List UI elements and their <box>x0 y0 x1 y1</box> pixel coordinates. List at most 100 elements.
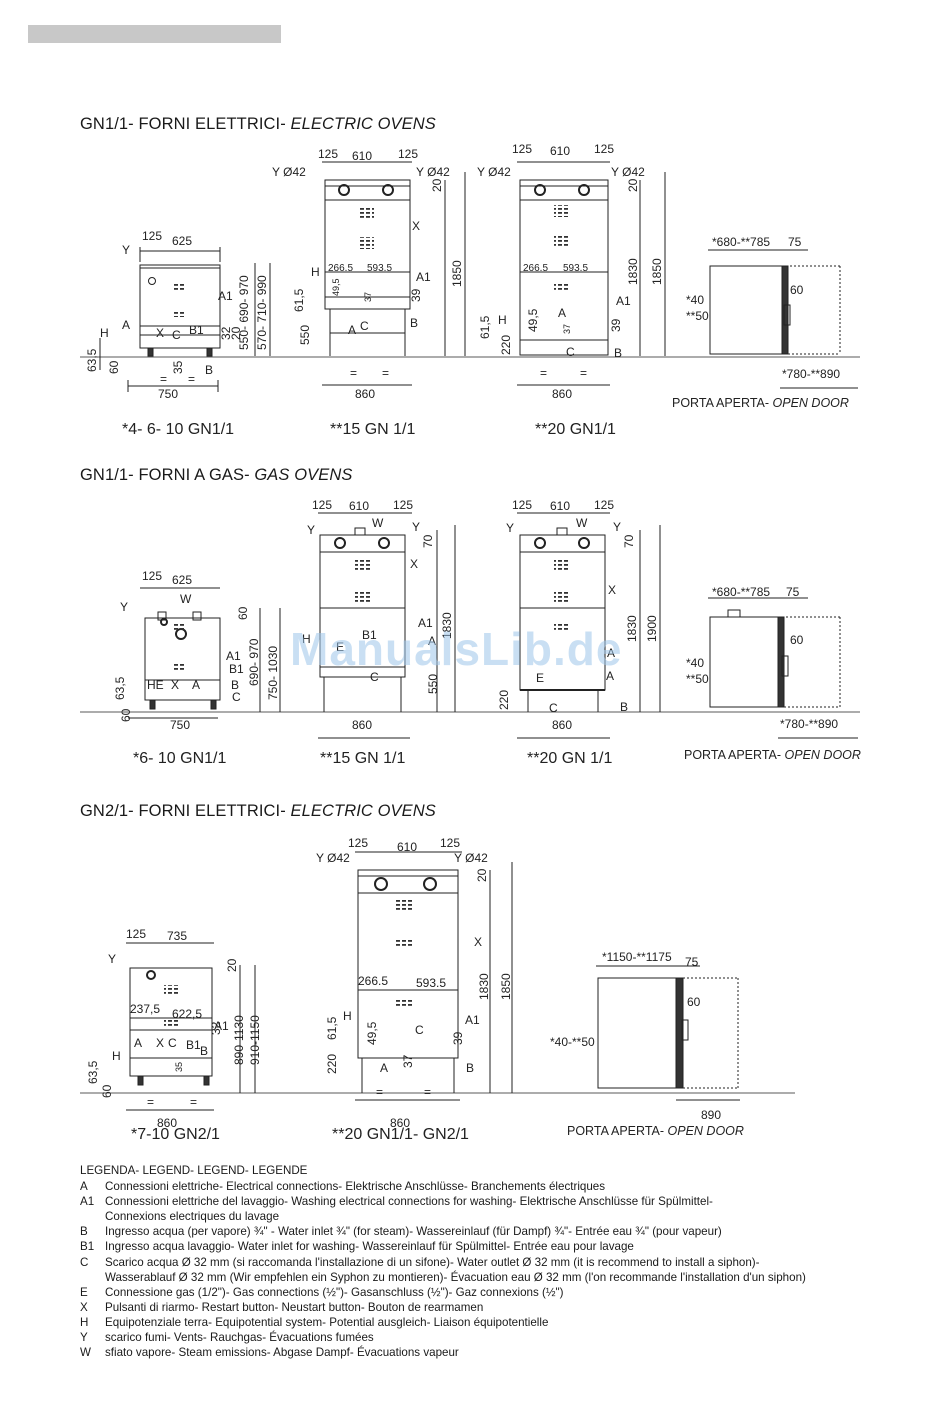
s1-m20-dim-61: 61,5 <box>478 315 492 339</box>
s2-m20-dim-125b: 125 <box>594 498 614 512</box>
s1-door-dim-50: **50 <box>686 309 709 323</box>
s2-open-door-caption: PORTA APERTA- OPEN DOOR <box>684 748 861 762</box>
svg-text:X: X <box>410 557 418 571</box>
s1-model-20: **20 GN1/1 <box>535 421 616 438</box>
s1-door-dim-60: 60 <box>790 283 804 297</box>
s3-m20-dim-39: 39 <box>451 1031 465 1045</box>
svg-text:A: A <box>192 678 200 692</box>
s1-m20-dim-860: 860 <box>552 387 572 401</box>
s3-m20-y2: Y Ø42 <box>454 851 488 865</box>
svg-text:Y: Y <box>122 243 130 257</box>
s1-m20-dim-125b: 125 <box>594 142 614 156</box>
svg-text:B: B <box>410 316 418 330</box>
svg-text:Y: Y <box>120 600 128 614</box>
s1-m20-dim-37: 37 <box>562 324 572 334</box>
s1-m20-dim-39: 39 <box>609 318 623 332</box>
svg-text:=: = <box>190 1095 197 1109</box>
s1-open-door-caption: PORTA APERTA- OPEN DOOR <box>672 396 849 410</box>
s2-door-dim-50: **50 <box>686 672 709 686</box>
svg-text:A: A <box>122 318 130 332</box>
svg-text:C: C <box>168 1036 177 1050</box>
s1-oven-20-labels: 125 610 125 Y Ø42 Y Ø42 266.5 593.5 A1H … <box>477 142 664 401</box>
svg-text:E: E <box>536 671 544 685</box>
svg-text:=: = <box>376 1085 383 1099</box>
svg-text:X: X <box>156 326 164 340</box>
s3-door-dim-60: 60 <box>687 995 701 1009</box>
s1-door-dim-40: *40 <box>686 293 704 307</box>
svg-text:X: X <box>156 1036 164 1050</box>
svg-text:B1: B1 <box>189 323 204 337</box>
s1-m15-dim-550: 550 <box>298 325 312 345</box>
s1-small-dim-20: 20 <box>229 326 243 340</box>
svg-text:Y: Y <box>307 523 315 537</box>
s2-m20-dim-1900: 1900 <box>645 615 659 642</box>
s3-m20-dim-1850: 1850 <box>499 973 513 1000</box>
svg-text:B1: B1 <box>229 662 244 676</box>
svg-text:B: B <box>614 346 622 360</box>
s1-m15-dim-49: 49,5 <box>331 278 341 296</box>
s2-m20-dim-1830: 1830 <box>625 615 639 642</box>
s1-m15-dim-266: 266.5 <box>328 263 353 274</box>
svg-text:H: H <box>343 1009 352 1023</box>
svg-text:C: C <box>370 670 379 684</box>
watermark: ManualsLib.de <box>290 623 623 675</box>
s2-m15-dim-125b: 125 <box>393 498 413 512</box>
s1-model-small: *4- 6- 10 GN1/1 <box>122 421 234 438</box>
s2-small-oven <box>80 587 860 719</box>
s3-oven-20 <box>355 851 513 1101</box>
s2-door-dim-60: 60 <box>790 633 804 647</box>
s1-door-dim-75: 75 <box>788 235 802 249</box>
s1-m20-dim-1830: 1830 <box>626 258 640 285</box>
svg-text:A: A <box>348 323 356 337</box>
svg-text:B: B <box>205 363 213 377</box>
svg-text:A: A <box>428 634 436 648</box>
svg-text:C: C <box>549 701 558 715</box>
s1-small-dim-125: 125 <box>142 229 162 243</box>
svg-text:W: W <box>576 516 588 530</box>
s1-small-dim-35: 35 <box>171 360 185 374</box>
s3-m20-y1: Y Ø42 <box>316 851 350 865</box>
s3-m20-dim-593: 593.5 <box>416 976 446 990</box>
s2-m15-dim-550: 550 <box>426 674 440 694</box>
s2-model-small: *6- 10 GN1/1 <box>133 750 226 767</box>
s1-m20-dim-610: 610 <box>550 144 570 158</box>
s2-captions: *6- 10 GN1/1 **15 GN 1/1 **20 GN 1/1 <box>133 750 612 767</box>
s2-m20-dim-610: 610 <box>550 499 570 513</box>
s2-door-dim-40: *40 <box>686 656 704 670</box>
s2-m15-dim-860: 860 <box>352 718 372 732</box>
s1-m20-dim-593: 593.5 <box>563 263 588 274</box>
s2-small-dim-125: 125 <box>142 569 162 583</box>
svg-text:=: = <box>188 372 195 386</box>
svg-text:H: H <box>302 632 311 646</box>
s2-m15-dim-610: 610 <box>349 499 369 513</box>
s1-m15-dim-593: 593.5 <box>367 263 392 274</box>
s3-open-door-caption: PORTA APERTA- OPEN DOOR <box>567 1124 744 1138</box>
svg-text:A: A <box>134 1036 142 1050</box>
svg-text:A1: A1 <box>226 649 241 663</box>
s1-m15-dim-1850: 1850 <box>450 260 464 287</box>
s1-captions: *4- 6- 10 GN1/1 **15 GN 1/1 **20 GN1/1 <box>122 421 616 438</box>
svg-text:B: B <box>466 1061 474 1075</box>
svg-text:=: = <box>147 1095 154 1109</box>
svg-text:X: X <box>171 678 179 692</box>
s1-m20-dim-266: 266.5 <box>523 263 548 274</box>
svg-text:A: A <box>606 669 614 683</box>
s3-open-door-labels: *1150-**1175 75 *40-**50 60 890 <box>550 950 721 1122</box>
svg-text:B: B <box>620 700 628 714</box>
svg-text:=: = <box>350 366 357 380</box>
svg-text:A: A <box>607 646 615 660</box>
s1-small-dim-60: 60 <box>107 360 121 374</box>
s3-m20-dim-61: 61,5 <box>325 1016 339 1040</box>
s1-m20-y1: Y Ø42 <box>477 165 511 179</box>
s2-small-dim-63: 63,5 <box>113 676 127 700</box>
s3-door-dim-75: 75 <box>685 955 699 969</box>
s1-m15-dim-125a: 125 <box>318 147 338 161</box>
s2-oven-15 <box>318 512 456 739</box>
